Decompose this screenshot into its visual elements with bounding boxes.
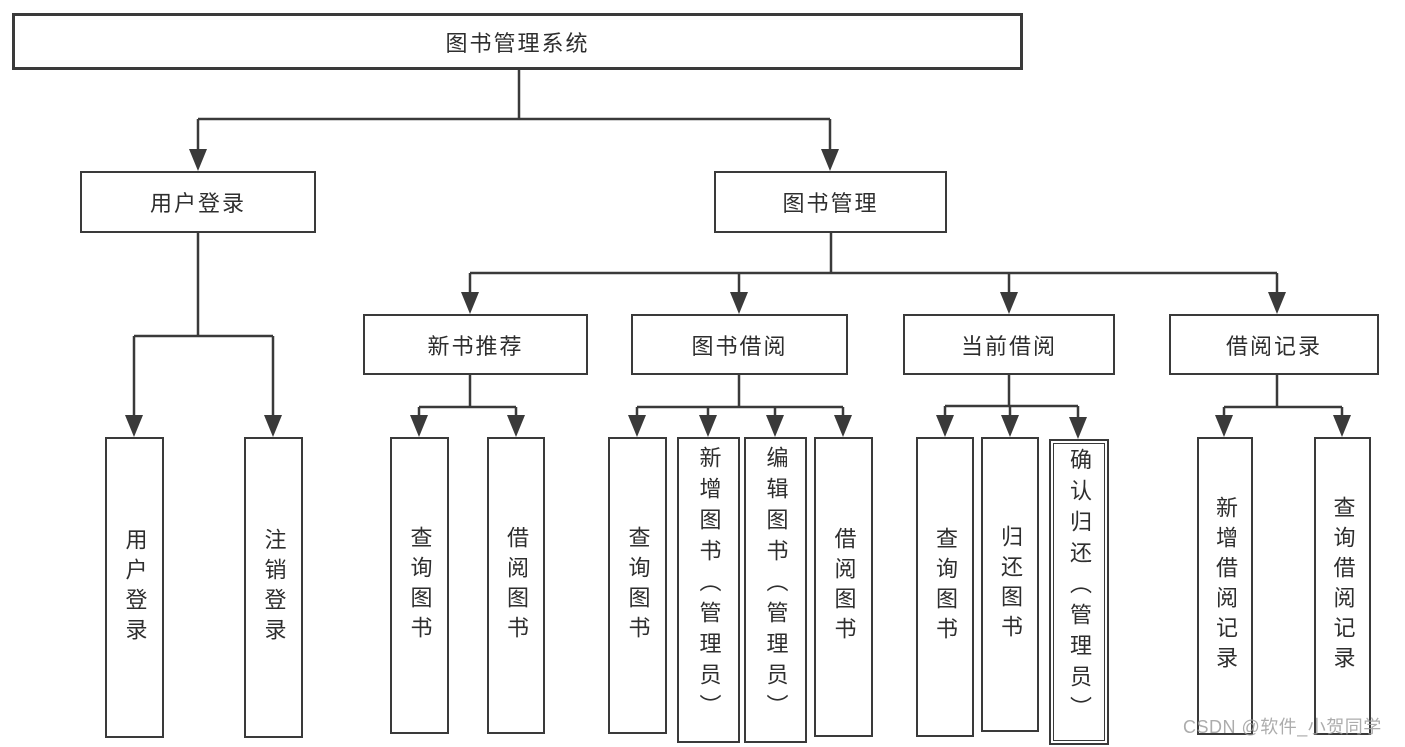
- node-label: 图书管理系统: [445, 30, 590, 56]
- leaf-label: 新增借阅记录: [1213, 496, 1238, 676]
- node-label: 图书管理: [782, 191, 879, 216]
- watermark-text: CSDN @软件_小贺同学: [1183, 717, 1382, 737]
- leaf-query-borrow-record: 查询借阅记录: [1314, 437, 1371, 735]
- leaf-query-books-borrow: 查询图书: [608, 437, 667, 734]
- node-label: 新书推荐: [427, 333, 524, 359]
- node-current-borrowing: 当前借阅: [903, 314, 1115, 375]
- node-label: 当前借阅: [960, 333, 1057, 359]
- leaf-query-books-current: 查询图书: [916, 437, 974, 737]
- leaf-user-login: 用户登录: [105, 437, 164, 738]
- leaf-label: 查询借阅记录: [1330, 496, 1356, 676]
- node-book-borrowing: 图书借阅: [631, 314, 848, 375]
- node-label: 图书借阅: [691, 333, 788, 359]
- leaf-label: 查询图书: [407, 525, 433, 646]
- node-label: 借阅记录: [1225, 333, 1322, 359]
- leaf-edit-book-admin: 编辑图书（管理员）: [744, 437, 807, 743]
- leaf-label: 新增图书（管理员）: [696, 446, 722, 725]
- leaf-label: 编辑图书（管理员）: [763, 446, 789, 725]
- leaf-borrow-books-recommend: 借阅图书: [487, 437, 545, 734]
- leaf-confirm-return-admin: 确认归还（管理员）: [1049, 439, 1109, 745]
- leaf-label: 借阅图书: [831, 527, 857, 647]
- node-borrowing-records: 借阅记录: [1169, 314, 1379, 375]
- leaf-return-book: 归还图书: [981, 437, 1039, 732]
- leaf-logout: 注销登录: [244, 437, 303, 738]
- leaf-add-book-admin: 新增图书（管理员）: [677, 437, 740, 743]
- node-book-management: 图书管理: [714, 171, 947, 233]
- node-library-management-system: 图书管理系统: [12, 13, 1023, 70]
- node-new-book-recommendation: 新书推荐: [363, 314, 588, 375]
- leaf-label: 查询图书: [625, 525, 651, 646]
- leaf-add-borrow-record: 新增借阅记录: [1197, 437, 1253, 735]
- leaf-label: 归还图书: [998, 524, 1023, 645]
- leaf-label: 查询图书: [933, 527, 958, 647]
- leaf-label: 借阅图书: [504, 525, 529, 646]
- node-user-login: 用户登录: [80, 171, 316, 233]
- leaf-borrow-books: 借阅图书: [814, 437, 873, 737]
- leaf-label: 确认归还（管理员）: [1067, 448, 1092, 727]
- leaf-query-books-recommend: 查询图书: [390, 437, 449, 734]
- node-label: 用户登录: [149, 191, 246, 216]
- leaf-label: 用户登录: [122, 527, 148, 648]
- leaf-label: 注销登录: [261, 527, 287, 648]
